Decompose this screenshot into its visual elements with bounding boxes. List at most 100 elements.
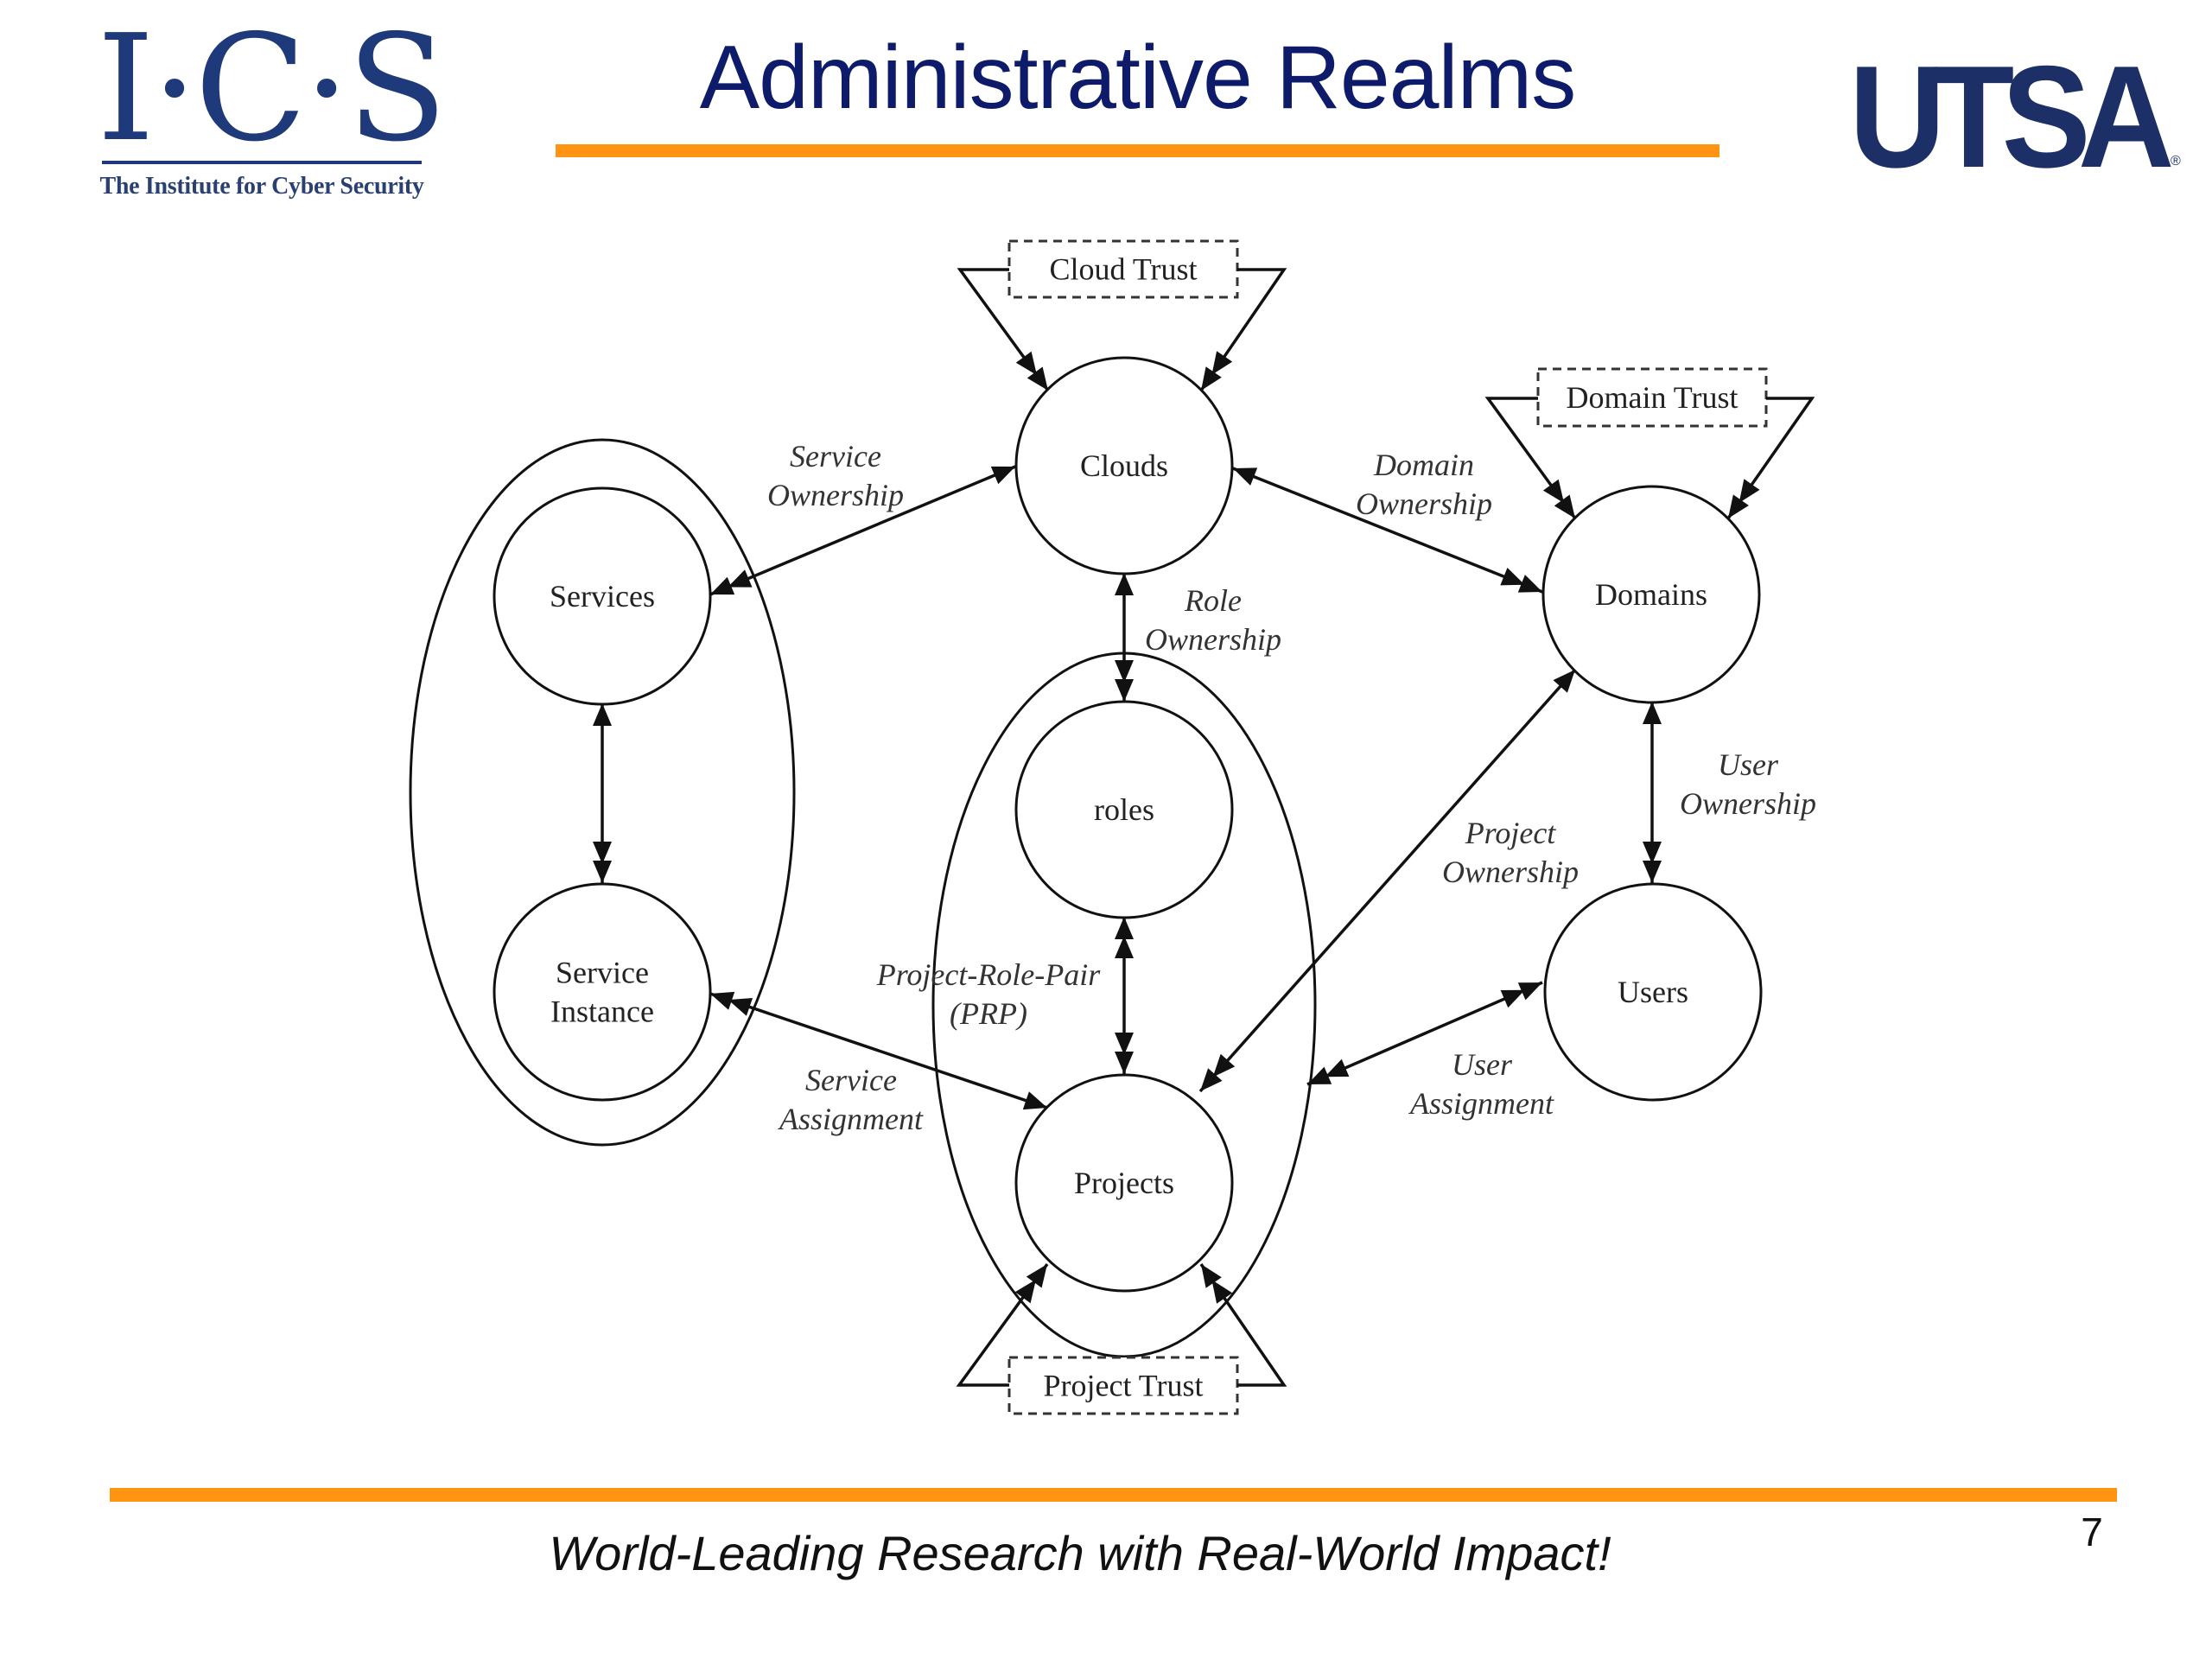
arrowhead-icon <box>1022 1091 1047 1110</box>
edges-layer <box>593 465 1662 1110</box>
arrowhead-icon <box>1200 1068 1223 1091</box>
ics-logo-letters: I·C·S <box>97 3 448 175</box>
services-group-ellipse <box>409 438 796 1147</box>
arrowhead-icon <box>1542 479 1565 504</box>
edge-label: Assignment <box>778 1102 924 1136</box>
edge-label: Ownership <box>1680 786 1816 821</box>
node-circle <box>1541 485 1761 704</box>
arrowhead-icon <box>1643 842 1662 864</box>
node-circle <box>1014 700 1234 919</box>
node-label: Domains <box>1595 577 1707 612</box>
arrowhead-icon <box>1115 917 1134 939</box>
edge-label: Ownership <box>1356 486 1492 521</box>
footer-tagline: World-Leading Research with Real-World I… <box>549 1526 1611 1580</box>
arrowhead-icon <box>1517 982 1542 1001</box>
node-circle <box>493 882 712 1102</box>
project-trust-box[interactable]: Project Trust <box>956 1262 1287 1415</box>
arrowhead-icon <box>593 842 612 864</box>
node-label: roles <box>1094 792 1154 827</box>
nodes-layer: CloudsServicesServiceInstancerolesProjec… <box>493 356 1763 1293</box>
node-clouds[interactable]: Clouds <box>1014 356 1234 575</box>
arrowhead-icon <box>1500 568 1525 586</box>
ics-logo-rule <box>102 161 422 164</box>
arrowhead-icon <box>1115 936 1134 958</box>
edge-label: (PRP) <box>950 996 1027 1031</box>
arrowhead-icon <box>1201 366 1222 391</box>
trust-label: Project Trust <box>1043 1369 1203 1403</box>
arrowhead-icon <box>1115 1033 1134 1055</box>
edge-role-ownership[interactable] <box>1115 573 1134 702</box>
arrowhead-icon <box>990 466 1015 485</box>
edge-project-ownership[interactable] <box>1198 668 1577 1093</box>
node-circle <box>1014 356 1234 575</box>
edge-service-ownership[interactable] <box>709 465 1016 596</box>
trust-connector-left <box>1484 397 1577 520</box>
title-underline-bar <box>556 144 1719 157</box>
arrowhead-icon <box>1015 351 1037 376</box>
node-projects[interactable]: Projects <box>1014 1073 1234 1293</box>
edge-user-assignment[interactable] <box>1306 981 1543 1086</box>
ics-logo-subtitle: The Institute for Cyber Security <box>99 173 424 200</box>
edge-domain-ownership[interactable] <box>1232 467 1543 594</box>
page-number: 7 <box>2081 1510 2103 1554</box>
edge-label: Project <box>1465 816 1557 850</box>
edge-service-assignment[interactable] <box>709 991 1048 1110</box>
edge-line <box>709 465 1016 596</box>
node-label: Instance <box>550 995 654 1029</box>
node-roles[interactable]: roles <box>1014 700 1234 919</box>
arrowhead-icon <box>1115 573 1134 595</box>
arrowhead-icon <box>1554 494 1575 518</box>
edge-label: User <box>1718 747 1779 782</box>
arrowhead-icon <box>593 861 612 883</box>
edge-label: Domain <box>1373 448 1474 482</box>
edge-labels-layer: ServiceOwnershipDomainOwnershipRoleOwner… <box>767 439 1816 1136</box>
trust-box-border <box>1007 1356 1239 1415</box>
node-label: Users <box>1618 975 1688 1009</box>
ics-logo: I·C·S The Institute for Cyber Security <box>97 3 448 206</box>
edge-prp[interactable] <box>1115 917 1134 1074</box>
arrowhead-icon <box>710 576 735 595</box>
slide-title: Administrative Realms <box>699 28 1577 128</box>
arrowhead-icon <box>1211 1280 1233 1304</box>
arrowhead-icon <box>1212 1053 1236 1077</box>
edge-label: Service <box>805 1063 897 1097</box>
arrowhead-icon <box>728 998 753 1016</box>
edge-label: Service <box>790 439 881 474</box>
edge-label: Role <box>1184 583 1242 618</box>
trust-connector-right <box>1199 1263 1287 1387</box>
arrowhead-icon <box>1211 351 1233 375</box>
arrowhead-icon <box>1643 861 1662 883</box>
trust-connector-right <box>1726 397 1815 520</box>
arrowhead-icon <box>1115 679 1134 702</box>
arrowhead-icon <box>1643 702 1662 724</box>
edge-line <box>709 992 1048 1109</box>
arrowhead-icon <box>1115 660 1134 683</box>
arrowhead-icon <box>1517 575 1542 593</box>
arrowhead-icon <box>1325 1058 1350 1077</box>
node-domains[interactable]: Domains <box>1541 485 1761 704</box>
utsa-logo: UTSA ® <box>1849 44 2195 189</box>
cloud-trust-box[interactable]: Cloud Trust <box>957 239 1287 392</box>
domain-trust-box[interactable]: Domain Trust <box>1484 367 1815 520</box>
node-users[interactable]: Users <box>1543 882 1763 1102</box>
arrowhead-icon <box>1553 670 1575 693</box>
node-label: Services <box>550 579 655 613</box>
node-services[interactable]: Services <box>493 486 712 706</box>
trust-box-border <box>1536 367 1768 428</box>
arrowhead-icon <box>710 991 735 1010</box>
node-label: Clouds <box>1080 448 1168 483</box>
node-circle <box>1014 1073 1234 1293</box>
edge-services-instance[interactable] <box>593 703 612 883</box>
arrowhead-icon <box>1014 1279 1036 1304</box>
edge-user-ownership[interactable] <box>1643 702 1662 883</box>
trust-connector-right <box>1199 268 1287 391</box>
trust-label: Cloud Trust <box>1049 252 1197 287</box>
arrowhead-icon <box>1115 1052 1134 1074</box>
arrowhead-icon <box>1027 366 1048 391</box>
arrowhead-icon <box>1233 467 1258 486</box>
registered-mark-icon: ® <box>2171 154 2181 168</box>
arrowhead-icon <box>1500 989 1525 1008</box>
